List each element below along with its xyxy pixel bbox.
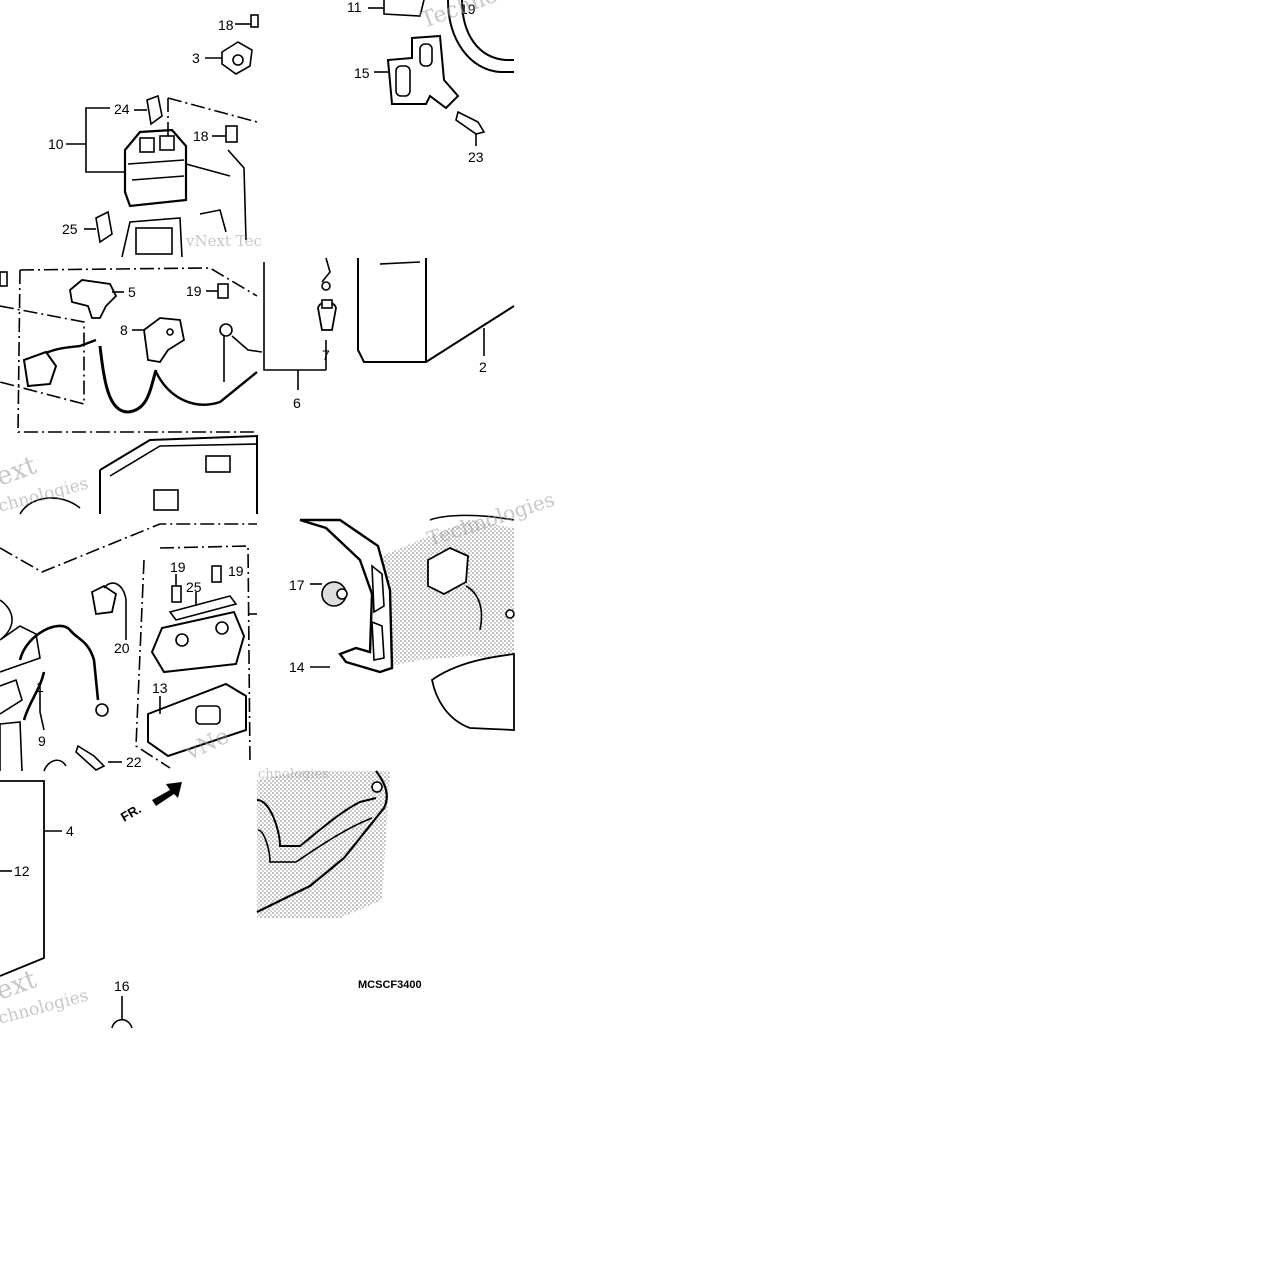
callout-11: 11 [347, 0, 362, 15]
front-direction-label: FR. [118, 801, 144, 824]
callout-19: 19 [170, 559, 186, 575]
callout-17: 17 [289, 577, 305, 593]
tile-bracket [368, 0, 514, 146]
callout-10: 10 [48, 136, 64, 152]
callout-5: 5 [128, 284, 136, 300]
watermark-text: vNext Tec [185, 232, 262, 250]
tile-side-cover [256, 770, 390, 918]
callout-1: 1 [36, 679, 44, 695]
watermark-text: chnologies [258, 767, 329, 782]
callout-23: 23 [468, 149, 484, 165]
callout-12: 12 [14, 863, 30, 879]
diagram-code: MCSCF3400 [358, 979, 422, 991]
callout-9: 9 [38, 733, 46, 749]
callout-6: 6 [293, 395, 301, 411]
callout-24: 25 [62, 221, 78, 237]
tile-frame [299, 514, 515, 731]
callout-7: 7 [322, 347, 330, 363]
callout-18: 18 [218, 17, 234, 33]
callout-14: 14 [289, 659, 305, 675]
callout-19: 19 [228, 563, 244, 579]
callout-4: 4 [66, 823, 74, 839]
callout-22: 22 [126, 754, 142, 770]
callout-21: 19 [460, 1, 476, 17]
callout-18: 18 [193, 128, 209, 144]
tile-battery [263, 257, 515, 390]
callout-20: 20 [114, 640, 130, 656]
callout-16: 16 [114, 978, 130, 994]
callout-15: 15 [354, 65, 370, 81]
callout-3: 3 [192, 50, 200, 66]
watermark-text: Technologies [418, 0, 563, 34]
tile-plate [0, 780, 182, 1029]
callout-19: 19 [186, 283, 202, 299]
tile-plate-labels: FR. 4 12 16 ext chnologies [0, 801, 144, 1029]
callout-8: 8 [120, 322, 128, 338]
tile-relay-labels: 18 3 24 10 18 25 vNext Tec [48, 17, 262, 250]
tile-cables [0, 523, 257, 772]
tile-bracket-labels: 11 19 15 23 Technologies [347, 0, 563, 165]
tile-battery-labels: 7 6 2 [293, 347, 487, 411]
callout-13: 13 [152, 680, 168, 696]
tile-relay [66, 14, 259, 258]
callout-2: 2 [479, 359, 487, 375]
callout-25: 25 [186, 579, 202, 595]
callout-24: 24 [114, 101, 130, 117]
tile-side-cover-labels: MCSCF3400 chnologies [258, 767, 422, 991]
tile-terminals [0, 267, 263, 515]
